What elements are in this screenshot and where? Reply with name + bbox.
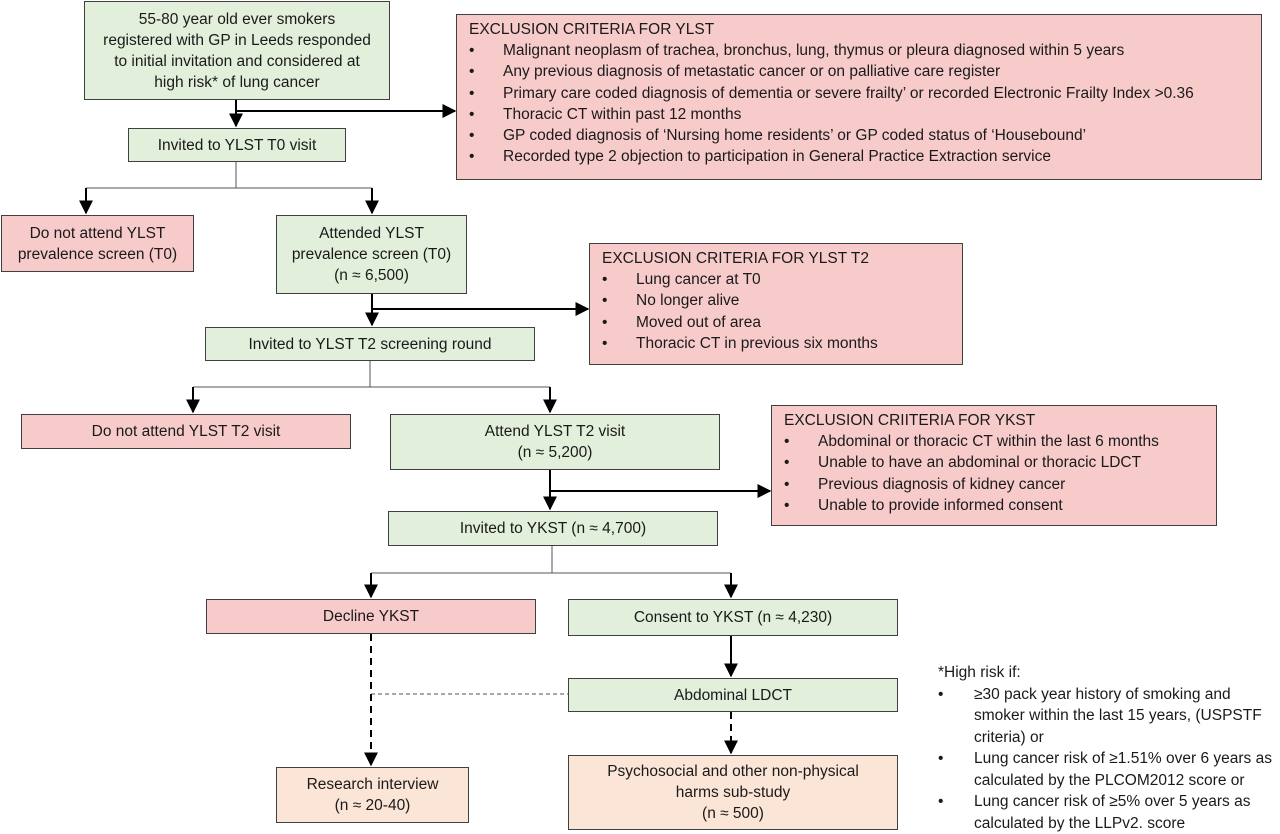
eligible-smokers-box: 55-80 year old ever smokers registered w… (84, 1, 390, 100)
research-interview-line-1: Research interview (307, 774, 439, 795)
eligible-smokers-line-4: high risk* of lung cancer (154, 72, 319, 93)
psychosocial-line-2: harms sub-study (676, 782, 791, 803)
attend-t2-box: Attend YLST T2 visit (n ≈ 5,200) (390, 414, 720, 470)
not-attend-t0-line-2: prevalence screen (T0) (18, 244, 177, 265)
invited-t0-box: Invited to YLST T0 visit (128, 128, 346, 162)
ylst-exclusion-title: EXCLUSION CRITERIA FOR YLST (469, 19, 1251, 40)
attended-t0-line-1: Attended YLST (319, 223, 424, 244)
decline-ykst-box: Decline YKST (206, 599, 536, 634)
psychosocial-substudy-box: Psychosocial and other non-physical harm… (568, 755, 898, 830)
ylst-t2-exclusion-item: No longer alive (602, 290, 952, 311)
ykst-exclusion-title: EXCLUSION CRIITERIA FOR YKST (784, 410, 1206, 431)
consent-ykst-box: Consent to YKST (n ≈ 4,230) (568, 599, 898, 636)
ykst-exclusion-item: Previous diagnosis of kidney cancer (784, 474, 1206, 495)
ylst-exclusion-item: Recorded type 2 objection to participati… (469, 146, 1251, 167)
ylst-t2-exclusion-item: Thoracic CT in previous six months (602, 333, 952, 354)
ykst-exclusion-list: Abdominal or thoracic CT within the last… (784, 431, 1206, 516)
attend-t2-line-1: Attend YLST T2 visit (485, 421, 625, 442)
high-risk-footnote: *High risk if: ≥30 pack year history of … (938, 662, 1278, 834)
ylst-exclusion-item: Thoracic CT within past 12 months (469, 104, 1251, 125)
eligible-smokers-line-1: 55-80 year old ever smokers (139, 9, 335, 30)
attended-t0-line-3: (n ≈ 6,500) (334, 265, 409, 286)
invited-t0-label: Invited to YLST T0 visit (158, 135, 317, 156)
research-interview-line-2: (n ≈ 20-40) (335, 795, 411, 816)
high-risk-footnote-title: *High risk if: (938, 662, 1278, 684)
research-interview-box: Research interview (n ≈ 20-40) (276, 767, 469, 823)
invited-t2-label: Invited to YLST T2 screening round (249, 334, 492, 355)
decline-ykst-label: Decline YKST (323, 606, 419, 627)
ykst-exclusion-box: EXCLUSION CRIITERIA FOR YKST Abdominal o… (771, 405, 1217, 526)
ylst-t2-exclusion-item: Lung cancer at T0 (602, 269, 952, 290)
ykst-exclusion-item: Abdominal or thoracic CT within the last… (784, 431, 1206, 452)
not-attend-t2-box: Do not attend YLST T2 visit (21, 414, 351, 449)
not-attend-t2-label: Do not attend YLST T2 visit (92, 421, 281, 442)
ylst-t2-exclusion-title: EXCLUSION CRITERIA FOR YLST T2 (602, 248, 952, 269)
invited-ykst-label: Invited to YKST (n ≈ 4,700) (460, 518, 646, 539)
ylst-exclusion-item: GP coded diagnosis of ‘Nursing home resi… (469, 125, 1251, 146)
eligible-smokers-line-3: to initial invitation and considered at (114, 51, 360, 72)
ykst-exclusion-item: Unable to provide informed consent (784, 495, 1206, 516)
consent-ykst-label: Consent to YKST (n ≈ 4,230) (634, 607, 832, 628)
attend-t2-line-2: (n ≈ 5,200) (518, 442, 593, 463)
ylst-exclusion-item: Primary care coded diagnosis of dementia… (469, 83, 1251, 104)
ylst-exclusion-box: EXCLUSION CRITERIA FOR YLST Malignant ne… (456, 14, 1262, 180)
psychosocial-line-1: Psychosocial and other non-physical (607, 761, 859, 782)
not-attend-t0-line-1: Do not attend YLST (30, 223, 166, 244)
high-risk-criterion: Lung cancer risk of ≥1.51% over 6 years … (938, 748, 1278, 791)
psychosocial-line-3: (n ≈ 500) (702, 803, 764, 824)
ylst-t2-exclusion-box: EXCLUSION CRITERIA FOR YLST T2 Lung canc… (589, 243, 963, 365)
ylst-t2-exclusion-item: Moved out of area (602, 312, 952, 333)
ykst-exclusion-item: Unable to have an abdominal or thoracic … (784, 452, 1206, 473)
abdominal-ldct-label: Abdominal LDCT (674, 685, 792, 706)
eligible-smokers-line-2: registered with GP in Leeds responded (103, 30, 371, 51)
ylst-t2-exclusion-list: Lung cancer at T0 No longer alive Moved … (602, 269, 952, 354)
ylst-exclusion-item: Malignant neoplasm of trachea, bronchus,… (469, 40, 1251, 61)
invited-t2-box: Invited to YLST T2 screening round (205, 327, 535, 361)
ylst-exclusion-item: Any previous diagnosis of metastatic can… (469, 61, 1251, 82)
abdominal-ldct-box: Abdominal LDCT (568, 678, 898, 712)
invited-ykst-box: Invited to YKST (n ≈ 4,700) (388, 511, 718, 546)
high-risk-criterion: ≥30 pack year history of smoking and smo… (938, 684, 1278, 749)
high-risk-criterion: Lung cancer risk of ≥5% over 5 years as … (938, 791, 1278, 834)
ylst-exclusion-list: Malignant neoplasm of trachea, bronchus,… (469, 40, 1251, 167)
attended-t0-line-2: prevalence screen (T0) (292, 244, 451, 265)
not-attend-t0-box: Do not attend YLST prevalence screen (T0… (1, 215, 194, 272)
attended-t0-box: Attended YLST prevalence screen (T0) (n … (276, 215, 467, 294)
high-risk-criteria-list: ≥30 pack year history of smoking and smo… (938, 684, 1278, 834)
